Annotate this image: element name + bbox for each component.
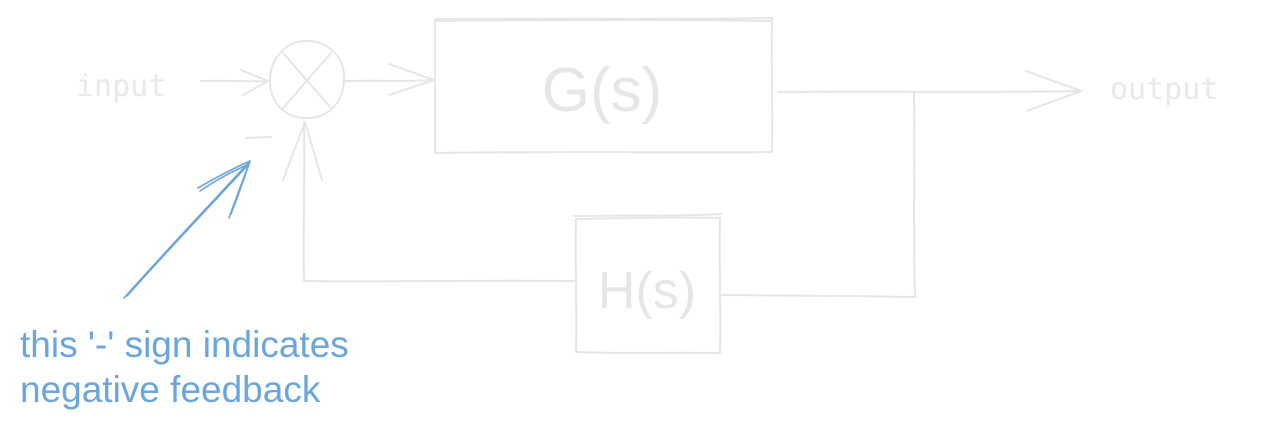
- output-label: output: [1110, 72, 1218, 107]
- feedback-line: [302, 91, 916, 298]
- output-arrow: [777, 70, 1082, 112]
- input-arrow: [200, 69, 269, 96]
- input-label: input: [76, 69, 166, 104]
- h-block: H(s): [573, 213, 722, 354]
- h-block-label: H(s): [598, 262, 696, 320]
- annotation-line-1: this '-' sign indicates: [20, 324, 349, 365]
- annotation-arrow: [123, 160, 251, 299]
- minus-sign: [245, 136, 272, 139]
- summing-junction: [268, 39, 346, 120]
- forward-arrow: [343, 63, 435, 96]
- annotation-line-2: negative feedback: [20, 369, 321, 410]
- feedback-arrowhead: [282, 121, 323, 181]
- g-block: G(s): [433, 17, 774, 154]
- g-block-label: G(s): [542, 56, 663, 125]
- annotation-text: this '-' sign indicates negative feedbac…: [20, 322, 349, 412]
